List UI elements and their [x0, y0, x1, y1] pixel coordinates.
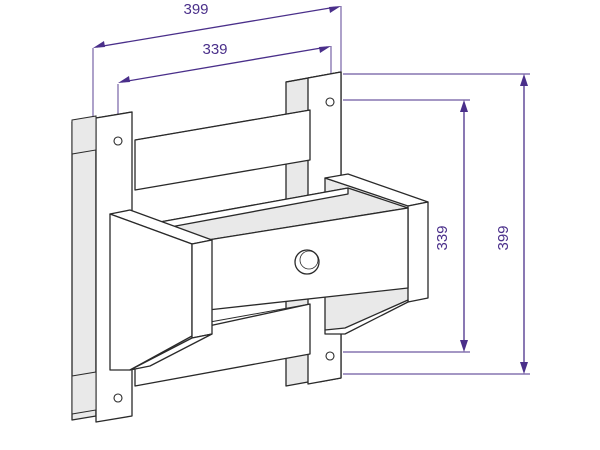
- dimension-inner-height: [343, 99, 470, 353]
- lower-right-screw-hole: [325, 351, 335, 361]
- overall-width-label: 399: [183, 1, 208, 18]
- inner-height-label: 339: [434, 225, 451, 250]
- overall-height-label: 399: [495, 225, 512, 250]
- tray-box: [159, 187, 409, 311]
- dimension-overall-height: [343, 73, 530, 375]
- upper-left-screw-hole: [113, 136, 123, 146]
- upper-right-screw-hole: [325, 97, 335, 107]
- left-bracket-side: [109, 209, 213, 371]
- inner-width-label: 339: [202, 41, 227, 58]
- lower-left-screw-hole: [113, 393, 123, 403]
- dimension-inner-width: [117, 46, 332, 114]
- top-crossbar: [134, 109, 311, 191]
- lower-crossbar: [134, 303, 311, 387]
- dimension-overall-width: [92, 6, 342, 118]
